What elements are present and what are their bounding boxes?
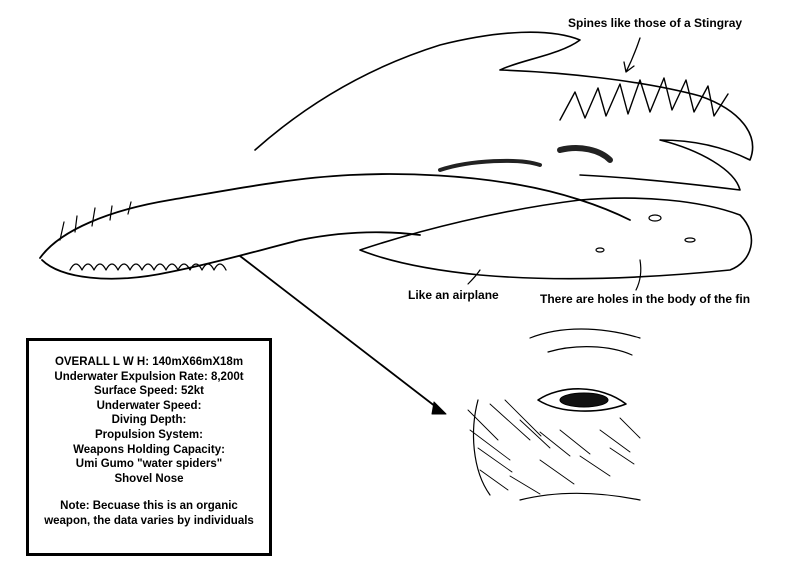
spine-row <box>559 77 729 121</box>
body-shadow <box>557 145 613 163</box>
spec-line: Umi Gumo "water spiders" <box>75 458 223 471</box>
holes-pointer <box>635 259 642 291</box>
spec-note-line: Note: Becuase this is an organic <box>60 500 238 513</box>
spec-line: Propulsion System: <box>95 428 203 441</box>
annotation-spines: Spines like those of a Stingray <box>568 16 743 30</box>
snout-spikes <box>59 201 132 241</box>
eye-detail <box>467 328 641 501</box>
head-outline <box>39 173 631 259</box>
spec-line: OVERALL L W H: 140mX66mX18m <box>54 356 244 368</box>
annotation-fin-holes: There are holes in the body of the fin <box>540 292 751 306</box>
spines-pointer <box>623 37 641 73</box>
spec-sheet-box: OVERALL L W H: 140mX66mX18m Underwater E… <box>26 338 272 556</box>
teeth-row <box>69 263 227 271</box>
spec-line: Diving Depth: <box>111 414 187 427</box>
spec-line: Weapons Holding Capacity: <box>73 443 225 456</box>
body-shadow <box>438 158 542 172</box>
annotation-airplane: Like an airplane <box>408 288 499 302</box>
spec-line: Shovel Nose <box>114 472 184 485</box>
spec-line: Underwater Expulsion Rate: 8,200t <box>54 370 244 383</box>
fin-hole <box>595 247 605 253</box>
spec-note: Note: Becuase this is an organic weapon,… <box>29 499 269 528</box>
upper-fin-outline <box>254 31 754 191</box>
spec-line: Surface Speed: 52kt <box>94 385 204 398</box>
spec-line: Underwater Speed: <box>96 399 202 412</box>
airplane-pointer <box>467 269 481 285</box>
spec-note-line: weapon, the data varies by individuals <box>44 514 254 527</box>
detail-arrow <box>239 255 441 411</box>
detail-arrowhead <box>431 401 447 415</box>
fin-hole <box>684 237 696 243</box>
lower-fin-outline <box>359 197 753 280</box>
fin-hole <box>648 214 662 222</box>
jaw-outline <box>41 231 421 280</box>
